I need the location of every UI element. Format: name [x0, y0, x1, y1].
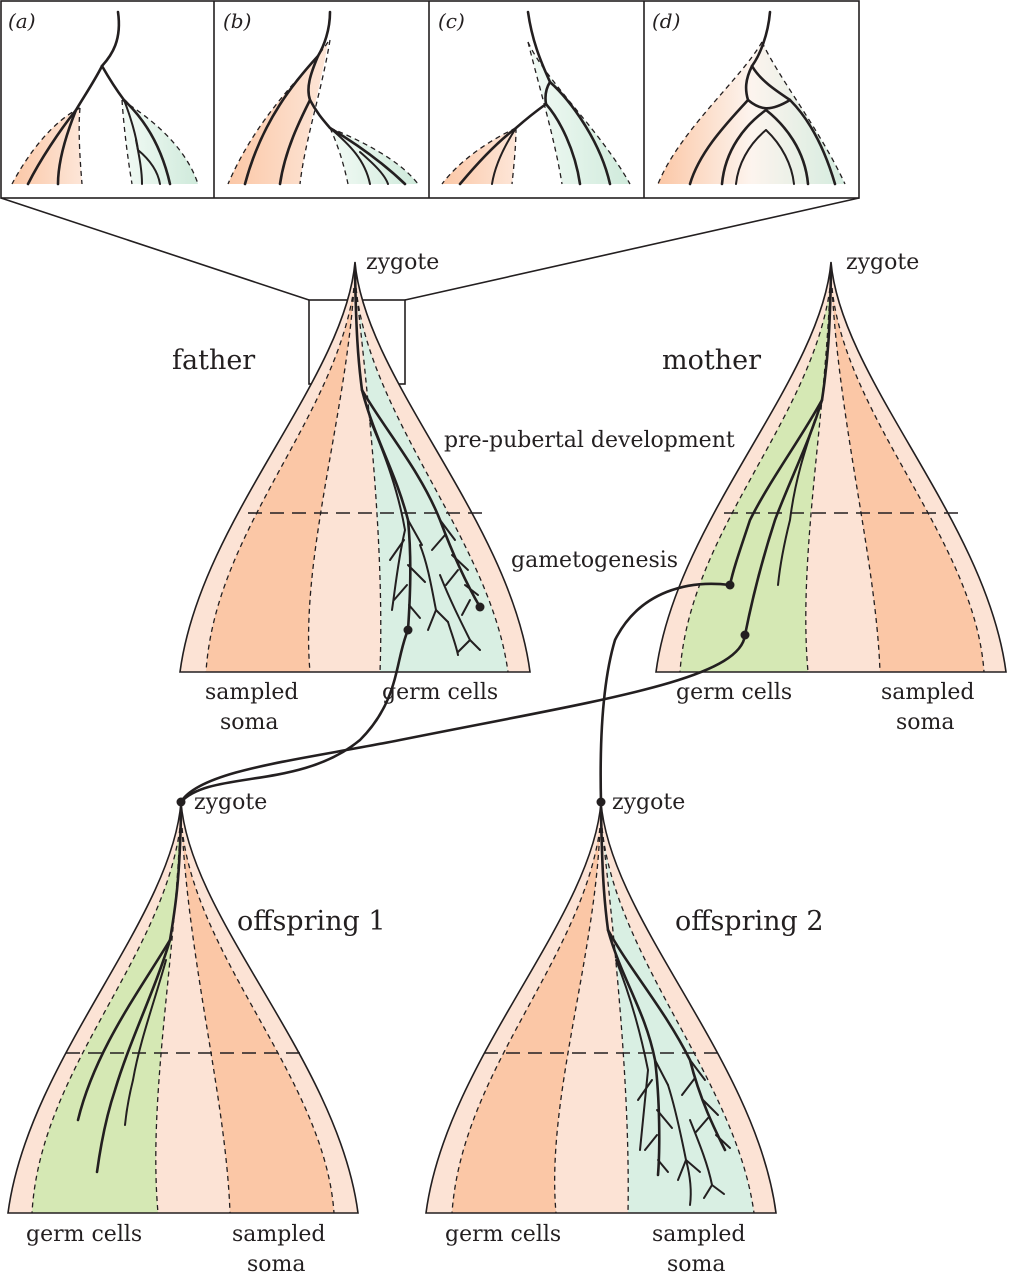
panel-d: (d)	[652, 9, 846, 186]
panel-a-label: (a)	[8, 9, 36, 33]
mother-germ-region	[680, 288, 830, 672]
mother-germ-lineage	[728, 268, 833, 587]
mother-germ-label: germ cells	[676, 680, 792, 705]
panel-c-germ-region	[528, 42, 630, 184]
transmission-lines	[179, 582, 747, 804]
father-soma-region	[206, 288, 354, 672]
offspring1-germ-lineage	[76, 808, 183, 1122]
offspring2-soma-label-line1: sampled	[652, 1222, 746, 1247]
father-germ-region	[356, 288, 508, 672]
mother-zygote-label: zygote	[846, 250, 919, 275]
father-lineage: zygote father pre-pubertal development g…	[172, 250, 735, 735]
offspring1-soma-region	[182, 828, 334, 1213]
zoom-projection-line	[0, 197, 310, 301]
offspring1-lineage: zygote offspring 1 germ cells sampled so…	[7, 790, 386, 1277]
mother-soma-label-line2: soma	[896, 710, 955, 735]
panel-d-label: (d)	[652, 9, 680, 33]
panel-c: (c)	[438, 9, 631, 186]
mother-soma-label-line1: sampled	[881, 680, 975, 705]
mother-lineage: zygote mother germ cells sampled soma	[655, 250, 1007, 735]
zoom-panels: (a) (b) (	[0, 0, 860, 385]
offspring1-title: offspring 1	[237, 906, 386, 937]
panel-b: (b)	[223, 9, 419, 186]
offspring2-germ-label: germ cells	[445, 1222, 561, 1247]
offspring2-zygote-dot	[596, 797, 606, 807]
offspring2-title: offspring 2	[675, 906, 824, 937]
offspring2-germ-region	[602, 828, 754, 1213]
offspring2-soma-label-line2: soma	[667, 1252, 726, 1277]
offspring2-zygote-label: zygote	[612, 790, 685, 815]
father-gamete-dot	[475, 602, 485, 612]
mother-title: mother	[662, 345, 761, 376]
stage-label-prepubertal: pre-pubertal development	[444, 428, 735, 453]
offspring2-soma-region	[452, 828, 600, 1213]
offspring1-zygote-label: zygote	[194, 790, 267, 815]
father-germ-label: germ cells	[382, 680, 498, 705]
father-zygote-label: zygote	[366, 250, 439, 275]
panel-b-soma-region	[228, 42, 328, 184]
stage-label-gametogenesis: gametogenesis	[511, 548, 678, 573]
father-to-offspring1-line	[179, 628, 410, 804]
mother-to-offspring2-line	[599, 582, 732, 804]
offspring1-soma-label-line1: sampled	[232, 1222, 326, 1247]
offspring1-soma-label-line2: soma	[247, 1252, 306, 1277]
panel-d-region	[658, 42, 845, 184]
father-soma-label-line2: soma	[220, 710, 279, 735]
mother-to-offspring1-line	[179, 633, 747, 804]
offspring1-zygote-dot	[176, 797, 186, 807]
father-title: father	[172, 345, 255, 376]
panel-b-label: (b)	[223, 9, 251, 33]
panel-a: (a)	[8, 9, 199, 186]
panel-strip-frame	[0, 0, 860, 199]
offspring1-germ-label: germ cells	[26, 1222, 142, 1247]
offspring1-germ-region	[32, 828, 180, 1213]
offspring2-germ-lineage	[599, 808, 661, 1177]
zoom-projection-line	[404, 197, 860, 301]
panel-c-label: (c)	[438, 9, 465, 33]
mother-soma-region	[832, 288, 984, 672]
panel-a-germ-region	[122, 100, 198, 184]
father-soma-label-line1: sampled	[205, 680, 299, 705]
offspring2-lineage: zygote offspring 2 germ cells sampled so…	[425, 790, 824, 1277]
